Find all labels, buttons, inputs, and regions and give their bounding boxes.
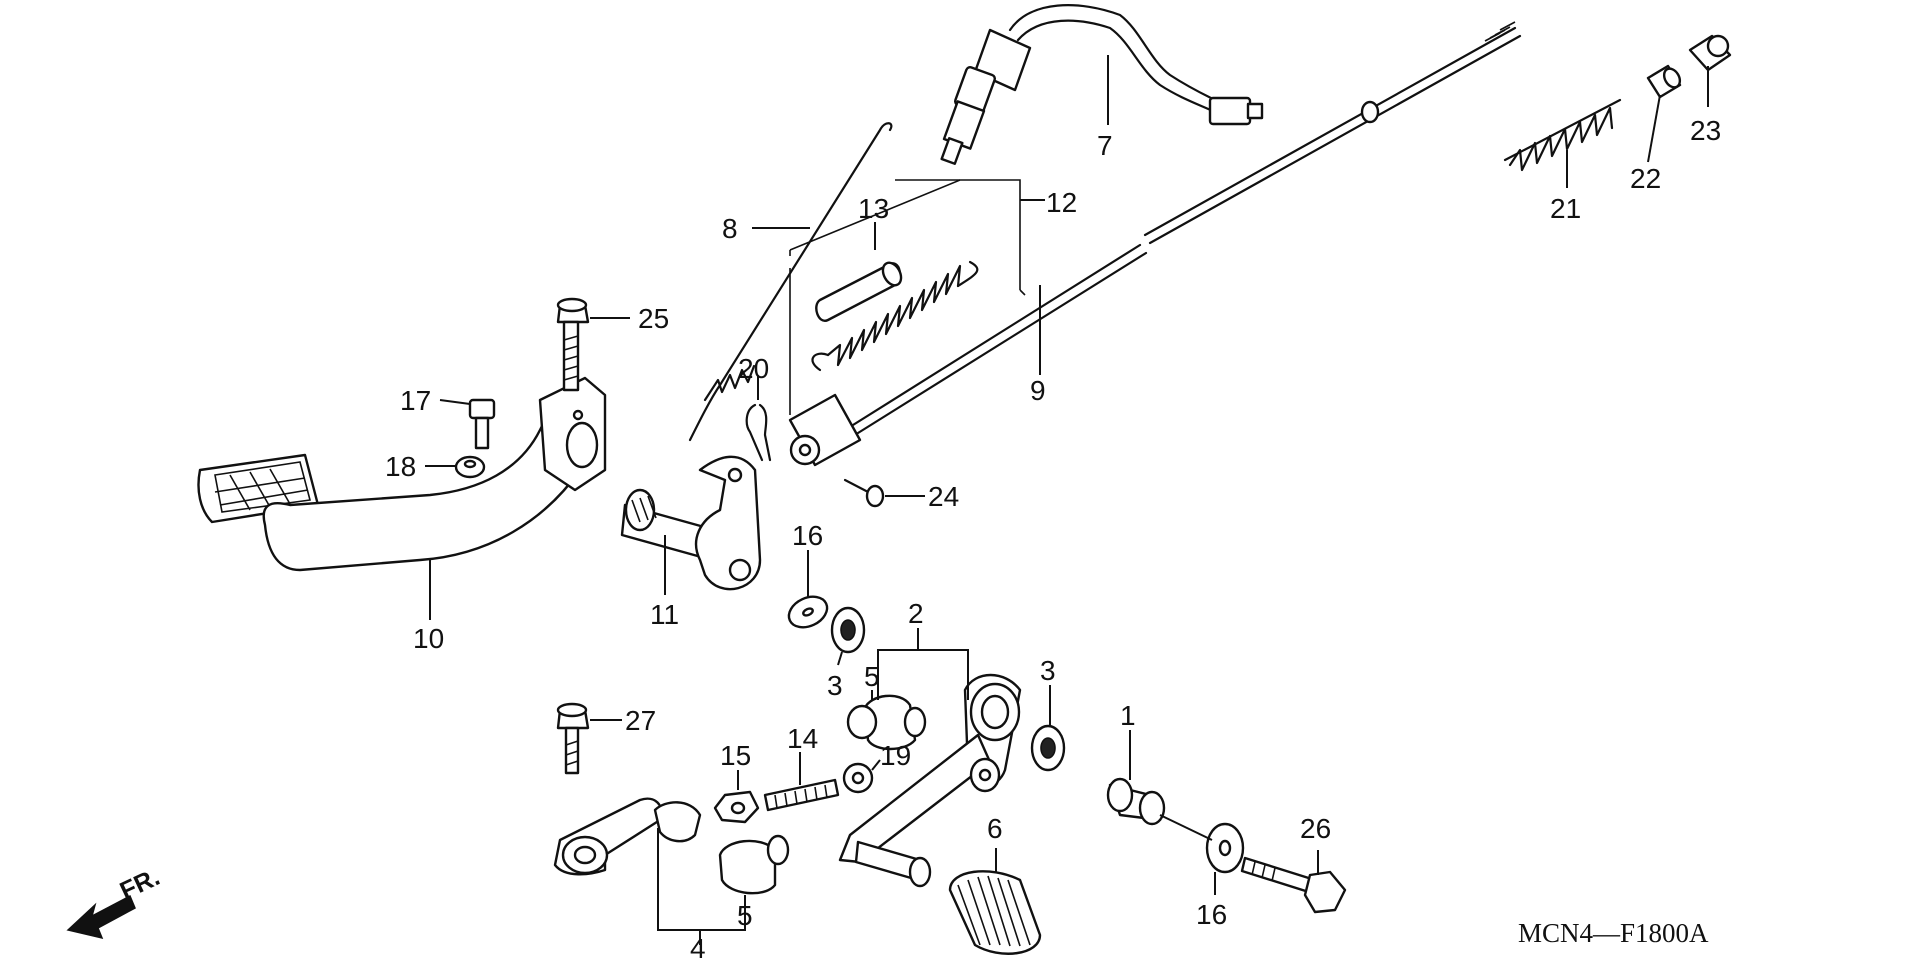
callout-5-lower: 5: [737, 900, 753, 931]
callout-16-upper: 16: [792, 520, 823, 551]
part-23-nut: [1688, 34, 1732, 72]
callout-24: 24: [928, 481, 959, 512]
part-17-bolt: [468, 398, 496, 450]
callout-3-upper: 3: [827, 670, 843, 701]
part-4-shift-link: [553, 797, 702, 876]
part-16-washer-lower: [1205, 822, 1245, 874]
part-7-stop-switch: [940, 4, 1264, 165]
leader-lines: [425, 55, 1709, 945]
callout-labels: 7 8 12 13 9 20 25 17 18 10 11 24 16 3 2 …: [385, 115, 1721, 958]
callout-14: 14: [787, 723, 818, 754]
callout-6: 6: [987, 813, 1003, 844]
part-22-bushing: [1646, 64, 1682, 99]
callout-25: 25: [638, 303, 669, 334]
callout-27: 27: [625, 705, 656, 736]
callout-19: 19: [880, 740, 911, 771]
callout-21: 21: [1550, 193, 1581, 224]
part-27-bolt: [556, 702, 590, 775]
callout-26: 26: [1300, 813, 1331, 844]
callout-5-upper: 5: [864, 661, 880, 692]
callout-20: 20: [738, 353, 769, 384]
front-direction-arrow: FR.: [66, 863, 164, 940]
callout-15: 15: [720, 740, 751, 771]
callout-16-lower: 16: [1196, 899, 1227, 930]
part-15-nut: [713, 790, 760, 824]
callout-22: 22: [1630, 163, 1661, 194]
callout-17: 17: [400, 385, 431, 416]
rod-clevis: [788, 393, 862, 467]
part-21-spring: [1503, 98, 1622, 172]
part-19-nut: [842, 762, 874, 794]
part-9-brake-rod: [843, 21, 1522, 440]
part-14-stud: [763, 778, 840, 812]
part-2-shift-arm: [838, 673, 1022, 888]
callout-3-lower: 3: [1040, 655, 1056, 686]
callout-4: 4: [690, 933, 706, 958]
callout-12: 12: [1046, 187, 1077, 218]
part-20-cotter-pin: [745, 403, 772, 462]
callout-1: 1: [1120, 700, 1136, 731]
part-1-collar: [1106, 777, 1166, 826]
diagram-code: MCN4—F1800A: [1518, 918, 1709, 948]
part-16-washer-upper: [787, 595, 829, 629]
callout-8: 8: [722, 213, 738, 244]
part-10-brake-pedal: [197, 376, 607, 572]
part-25-bolt: [556, 297, 590, 392]
part-12-spring-assembly: [789, 179, 1026, 415]
callout-11: 11: [650, 599, 679, 630]
callout-18: 18: [385, 451, 416, 482]
part-3-bearing-upper: [830, 606, 866, 654]
part-3-bearing-lower: [1030, 724, 1066, 772]
part-5-joint-lower: [718, 834, 790, 895]
part-26-bolt: [1240, 856, 1347, 914]
callout-9: 9: [1030, 375, 1046, 406]
callout-23: 23: [1690, 115, 1721, 146]
callout-13: 13: [858, 193, 889, 224]
part-13-sleeve: [815, 261, 903, 322]
callout-7: 7: [1097, 130, 1113, 161]
callout-2: 2: [908, 598, 924, 629]
part-8-spring-rod: [688, 122, 893, 442]
part-5-joint-upper: [846, 694, 927, 751]
callout-10: 10: [413, 623, 444, 654]
part-11-pivot-arm: [620, 455, 762, 591]
part-24-bolt: [843, 478, 885, 508]
part-6-footpeg-rubber: [948, 870, 1042, 955]
part-18-nut: [454, 455, 486, 479]
